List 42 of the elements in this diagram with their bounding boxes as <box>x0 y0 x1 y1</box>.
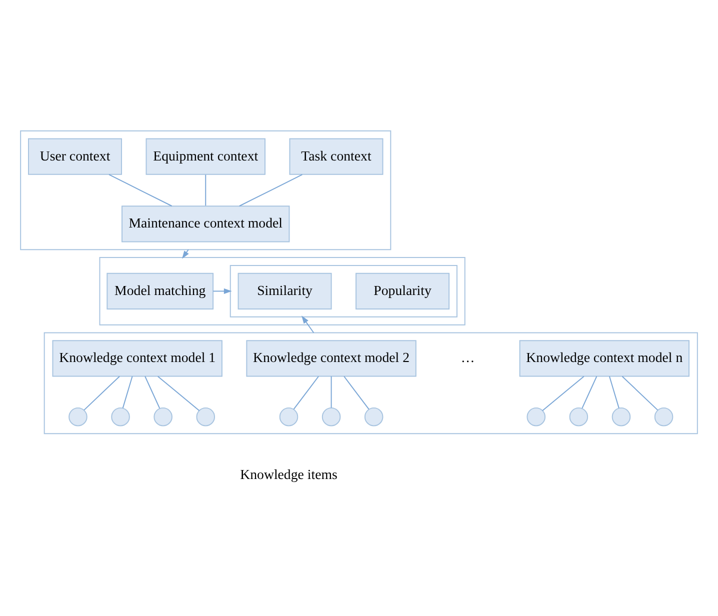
connector <box>293 376 320 410</box>
node-box: Maintenance context model <box>122 206 290 242</box>
connector <box>157 376 200 412</box>
node-circle <box>569 407 588 426</box>
arrow <box>302 316 314 334</box>
node-box: Model matching <box>106 272 214 310</box>
connector <box>205 174 206 206</box>
node-circle <box>612 407 631 426</box>
arrow <box>212 288 232 294</box>
cluster <box>20 130 392 250</box>
connector <box>344 376 370 410</box>
connector <box>144 376 160 409</box>
node-circle <box>279 407 298 426</box>
connector <box>542 376 584 412</box>
node-box: Popularity <box>356 272 450 310</box>
node-circle <box>68 407 88 426</box>
node-box: Knowledge context model n <box>519 340 690 377</box>
connector <box>108 174 172 206</box>
node-box: User context <box>28 138 122 175</box>
node-box: Knowledge context model 2 <box>246 340 416 377</box>
node-circle <box>322 407 341 426</box>
connector <box>122 376 133 409</box>
connector <box>582 376 598 409</box>
node-circle <box>154 407 172 426</box>
connector <box>84 376 120 411</box>
node-circle <box>364 407 384 426</box>
connector <box>330 376 332 408</box>
label: Knowledge items <box>240 466 338 482</box>
node-box: Task context <box>289 138 384 175</box>
node-box: Equipment context <box>146 138 266 175</box>
node-box: Similarity <box>238 272 332 310</box>
connector <box>238 174 303 206</box>
node-box: Knowledge context model 1 <box>52 340 222 377</box>
node-circle <box>654 407 674 426</box>
connector <box>622 376 658 411</box>
cluster <box>44 332 698 434</box>
cluster <box>230 264 458 318</box>
node-circle <box>196 407 216 426</box>
connector <box>608 376 620 409</box>
node-circle <box>111 407 130 426</box>
node-circle <box>526 407 546 426</box>
label: … <box>460 350 475 366</box>
